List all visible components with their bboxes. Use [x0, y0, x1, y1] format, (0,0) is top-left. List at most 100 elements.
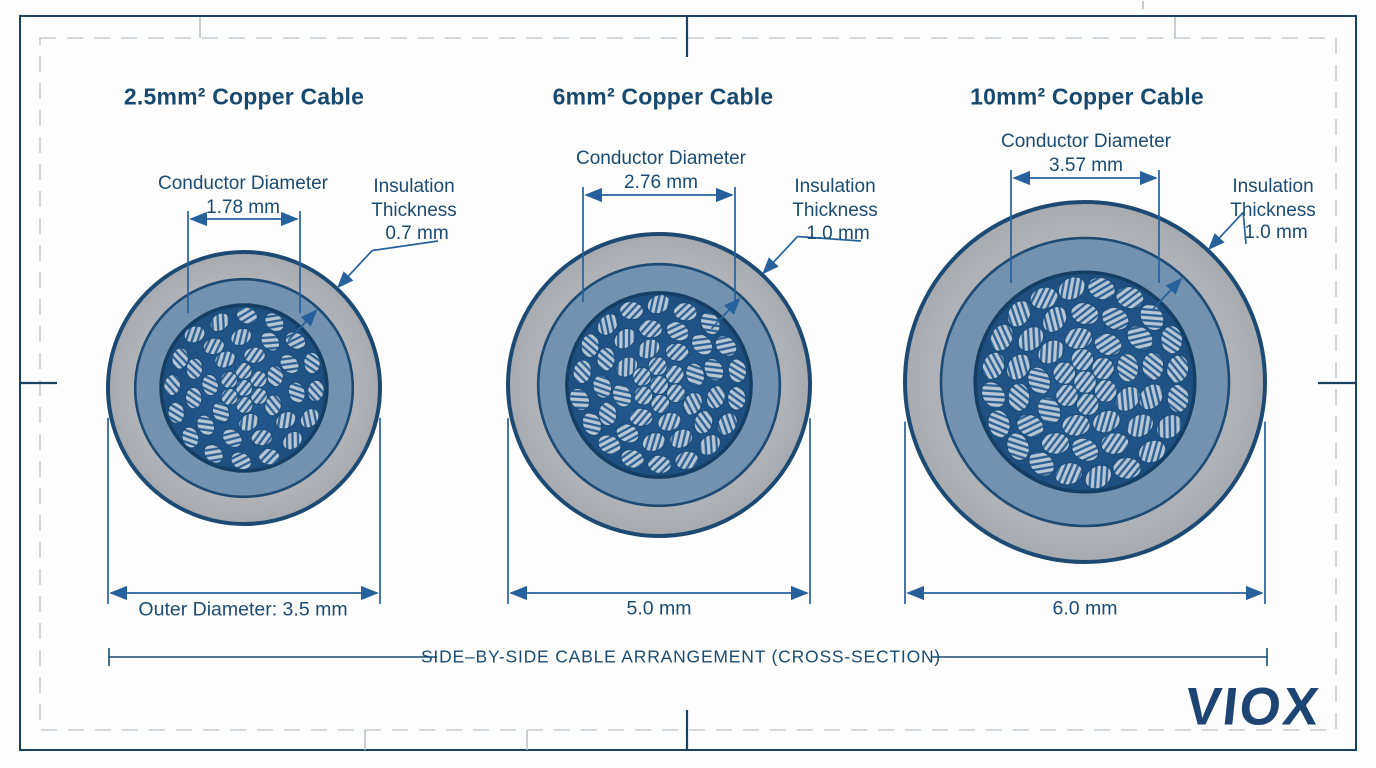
conductor-strand: [1070, 347, 1095, 372]
conductor-strand: [258, 447, 281, 466]
insulation-thickness-value-1: 0.7 mm: [385, 223, 449, 244]
conductor-strand: [1138, 383, 1164, 411]
conductor-strand: [235, 396, 254, 414]
conductor-strand: [211, 401, 230, 424]
cable-title-6mm: 6mm² Copper Cable: [552, 83, 774, 110]
conductor-strand: [1141, 351, 1165, 381]
conductor-strand: [266, 365, 284, 388]
conductor-strand: [171, 347, 189, 370]
conductor-strand: [287, 381, 306, 404]
conductor-strand: [613, 328, 637, 350]
conductor-strand: [1101, 306, 1130, 331]
conductor-strand: [236, 306, 258, 325]
outer-diameter-label-1: Outer Diameter: 3.5 mm: [138, 598, 348, 621]
insulation-arrow-outer: [762, 235, 799, 275]
conductor-strand: [1042, 306, 1068, 333]
conductor-strand: [275, 410, 297, 430]
conductor-strand: [1028, 450, 1055, 477]
conductor-strand: [1017, 326, 1045, 352]
conductor-strand: [669, 428, 694, 449]
conductor-strand: [1070, 302, 1100, 326]
conductor-strand: [235, 379, 253, 397]
conductor-strand: [641, 432, 666, 453]
conductor-strand: [657, 411, 682, 432]
conductor-strand: [1166, 383, 1190, 413]
conductor-strand: [282, 430, 303, 451]
conductor-strand: [1027, 366, 1052, 395]
conductor-strand: [1087, 276, 1116, 301]
insulation-arrow-outer: [336, 249, 373, 289]
insulation-label-3-line2: Thickness: [1230, 200, 1316, 221]
conductor-strand: [214, 350, 236, 369]
conductor-strand: [1041, 432, 1071, 455]
outer-diameter-label-2: 5.0 mm: [626, 597, 692, 620]
conductor-strand: [989, 323, 1014, 352]
conductor-strand: [230, 451, 252, 470]
conductor-strand: [674, 450, 700, 470]
conductor-strand: [698, 434, 721, 456]
conductor-strand: [250, 428, 273, 447]
conductor-diameter-value-3: 3.57 mm: [1049, 155, 1123, 176]
conductor-strand: [203, 443, 224, 464]
conductor-strand: [1037, 396, 1062, 425]
cable-cross-section-2: [506, 232, 812, 538]
conductor-strand: [1138, 439, 1167, 464]
conductor-strand: [727, 358, 747, 384]
conductor-strand: [1075, 392, 1100, 417]
insulation-arrow-outer: [1207, 211, 1244, 251]
conductor-strand: [1093, 332, 1123, 357]
conductor-strand: [628, 407, 654, 427]
conductor-strand: [1092, 409, 1121, 434]
conductor-strand: [580, 333, 600, 358]
conductor-strand: [1006, 432, 1030, 461]
insulation-arrow-inner: [287, 309, 318, 342]
conductor-strand: [632, 366, 652, 387]
insulation-thickness-value-3: 1.0 mm: [1244, 222, 1308, 243]
conductor-strand: [1071, 437, 1100, 462]
conductor-strand: [181, 426, 200, 449]
conductor-strand: [1084, 464, 1112, 490]
conductor-strand: [1029, 286, 1059, 310]
conductor-strand: [1061, 413, 1091, 437]
conductor-strand: [279, 354, 300, 374]
insulation-arrow-inner: [1152, 277, 1183, 310]
conductor-strand: [727, 385, 747, 411]
conductor-strand: [249, 387, 268, 406]
conductor-strand: [647, 356, 668, 377]
cable-cross-section-3: [903, 200, 1267, 564]
conductor-strand: [592, 374, 613, 399]
conductor-strand: [220, 387, 239, 406]
conductor-strand: [619, 301, 644, 321]
conductor-strand: [664, 364, 685, 385]
conductor-strand: [638, 319, 663, 339]
viox-logo: VIOX: [1182, 677, 1324, 737]
conductor-strand: [649, 375, 669, 395]
conductor-strand: [1112, 456, 1142, 480]
conductor-strand: [598, 401, 618, 427]
conductor-strand: [1100, 432, 1130, 455]
insulation-leader: [1242, 212, 1247, 245]
insulation-label-1-line2: Thickness: [371, 200, 457, 221]
insulation-label-2-line2: Thickness: [792, 200, 878, 221]
conductor-strand: [664, 342, 690, 362]
conductor-strand: [1073, 370, 1097, 394]
cable-title-10mm: 10mm² Copper Cable: [970, 83, 1204, 110]
conductor-strand: [307, 379, 325, 402]
insulation-label-3-line1: Insulation: [1232, 176, 1314, 197]
conductor-strand: [1115, 286, 1145, 310]
conductor-strand: [1160, 325, 1183, 355]
conductor-strand: [1037, 339, 1065, 365]
insulation-arrow-inner: [710, 297, 741, 330]
conductor-strand: [1126, 413, 1154, 438]
insulation-leader: [797, 235, 862, 242]
conductor-strand: [615, 423, 640, 444]
insulation-thickness-value-2: 1.0 mm: [806, 223, 870, 244]
conductor-strand: [637, 338, 661, 360]
conductor-diameter-label-1: Conductor Diameter: [157, 173, 329, 194]
insulation-label-2-line1: Insulation: [794, 176, 876, 197]
conductor-strand: [716, 412, 738, 436]
conductor-strand: [264, 312, 285, 333]
conductor-strand: [611, 383, 633, 408]
conductor-strand: [665, 321, 690, 342]
conductor-strand: [1114, 385, 1141, 412]
